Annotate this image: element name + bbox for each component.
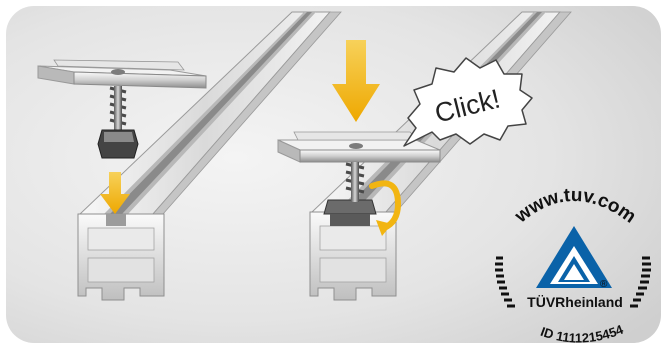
tuv-brand-text: TÜVRheinland: [527, 294, 623, 310]
tuv-registered-mark: ®: [600, 279, 608, 290]
